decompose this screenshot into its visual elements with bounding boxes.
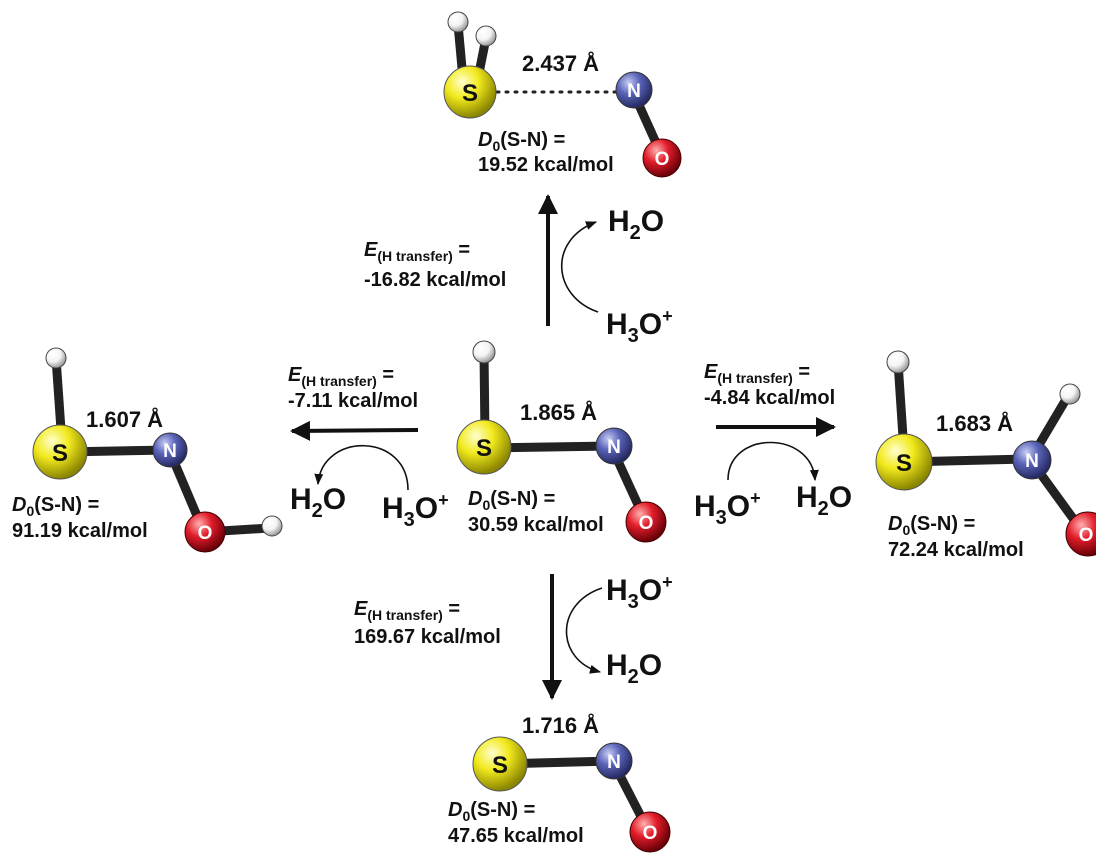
e-transfer-value-right: -4.84 kcal/mol [704, 387, 836, 409]
atom-h [447, 11, 469, 33]
bond-length-top: 2.437 Å [522, 51, 600, 76]
atom-label: S [52, 440, 68, 467]
h2o-left: H2O [290, 483, 347, 523]
h3o-bottom: H3O+ [606, 572, 673, 613]
atom-label: O [198, 523, 213, 544]
atom-o [629, 811, 671, 853]
atom-n [595, 427, 633, 465]
h2o-bottom: H2O [606, 649, 663, 689]
curved-arrow-right [727, 441, 819, 482]
atom-label: N [1025, 451, 1039, 472]
bond-length-center: 1.865 Å [520, 400, 598, 425]
atom-n [615, 71, 653, 109]
e-transfer-label-top: E(H transfer) = [364, 239, 471, 264]
atom-label: N [607, 752, 621, 773]
atom-h [45, 347, 67, 369]
e-transfer-value-left: -7.11 kcal/mol [288, 390, 419, 412]
atom-label: N [627, 81, 641, 102]
molecule-bottom: S N O [472, 736, 671, 853]
molecule-center: S N O [456, 340, 667, 543]
atom-s [456, 419, 512, 475]
h3o-left: H3O+ [382, 490, 449, 531]
d0-label-left: D0(S-N) = [12, 494, 100, 519]
atom-h [472, 340, 496, 364]
d0-value-right: 72.24 kcal/mol [888, 539, 1024, 561]
molecule-top: S N O [443, 11, 682, 178]
atom-s [443, 65, 497, 119]
atom-h [261, 515, 283, 537]
atom-h [475, 25, 497, 47]
atom-o [1065, 511, 1096, 557]
h3o-top: H3O+ [606, 306, 673, 347]
atom-o [642, 138, 682, 178]
curved-arrow-left [314, 444, 409, 491]
bond-length-right: 1.683 Å [936, 411, 1014, 436]
atom-s [472, 736, 528, 792]
atom-h [886, 350, 910, 374]
d0-value-left: 91.19 kcal/mol [12, 520, 148, 542]
bond-length-bottom: 1.716 Å [522, 713, 600, 738]
d0-value-top: 19.52 kcal/mol [478, 154, 614, 176]
h3o-right: H3O+ [694, 488, 761, 529]
atom-h [1059, 383, 1081, 405]
atom-label: O [639, 513, 654, 534]
atom-label: O [655, 149, 670, 170]
molecule-right: S N O [875, 350, 1096, 557]
atom-n [595, 742, 633, 780]
d0-value-center: 30.59 kcal/mol [468, 514, 604, 536]
atom-s [32, 424, 88, 480]
h2o-top: H2O [608, 205, 665, 245]
atom-label: S [492, 752, 508, 779]
atom-label: S [462, 80, 478, 107]
e-transfer-value-bottom: 169.67 kcal/mol [354, 626, 501, 648]
bond-length-left: 1.607 Å [86, 407, 164, 432]
atom-o [625, 501, 667, 543]
d0-label-bottom: D0(S-N) = [448, 799, 536, 824]
d0-label-right: D0(S-N) = [888, 513, 976, 538]
atom-n [1012, 440, 1052, 480]
atom-label: O [1079, 525, 1094, 546]
arrow-left [290, 420, 419, 441]
d0-label-top: D0(S-N) = [478, 129, 566, 154]
atom-label: N [163, 441, 177, 462]
d0-label-center: D0(S-N) = [468, 488, 556, 513]
e-transfer-label-bottom: E(H transfer) = [354, 598, 461, 623]
atom-label: S [896, 450, 912, 477]
d0-value-bottom: 47.65 kcal/mol [448, 825, 584, 847]
atom-label: S [476, 435, 492, 462]
h2o-right: H2O [796, 481, 853, 521]
curved-arrow-top [560, 221, 599, 313]
e-transfer-value-top: -16.82 kcal/mol [364, 269, 507, 291]
atom-o [184, 511, 226, 553]
curved-arrow-bottom [565, 587, 603, 674]
atom-n [152, 432, 188, 468]
atom-label: N [607, 437, 621, 458]
atom-label: O [643, 823, 658, 844]
e-transfer-label-right: E(H transfer) = [704, 361, 811, 386]
atom-s [875, 433, 933, 491]
molecule-left: S N O [32, 347, 283, 553]
e-transfer-label-left: E(H transfer) = [288, 364, 395, 389]
